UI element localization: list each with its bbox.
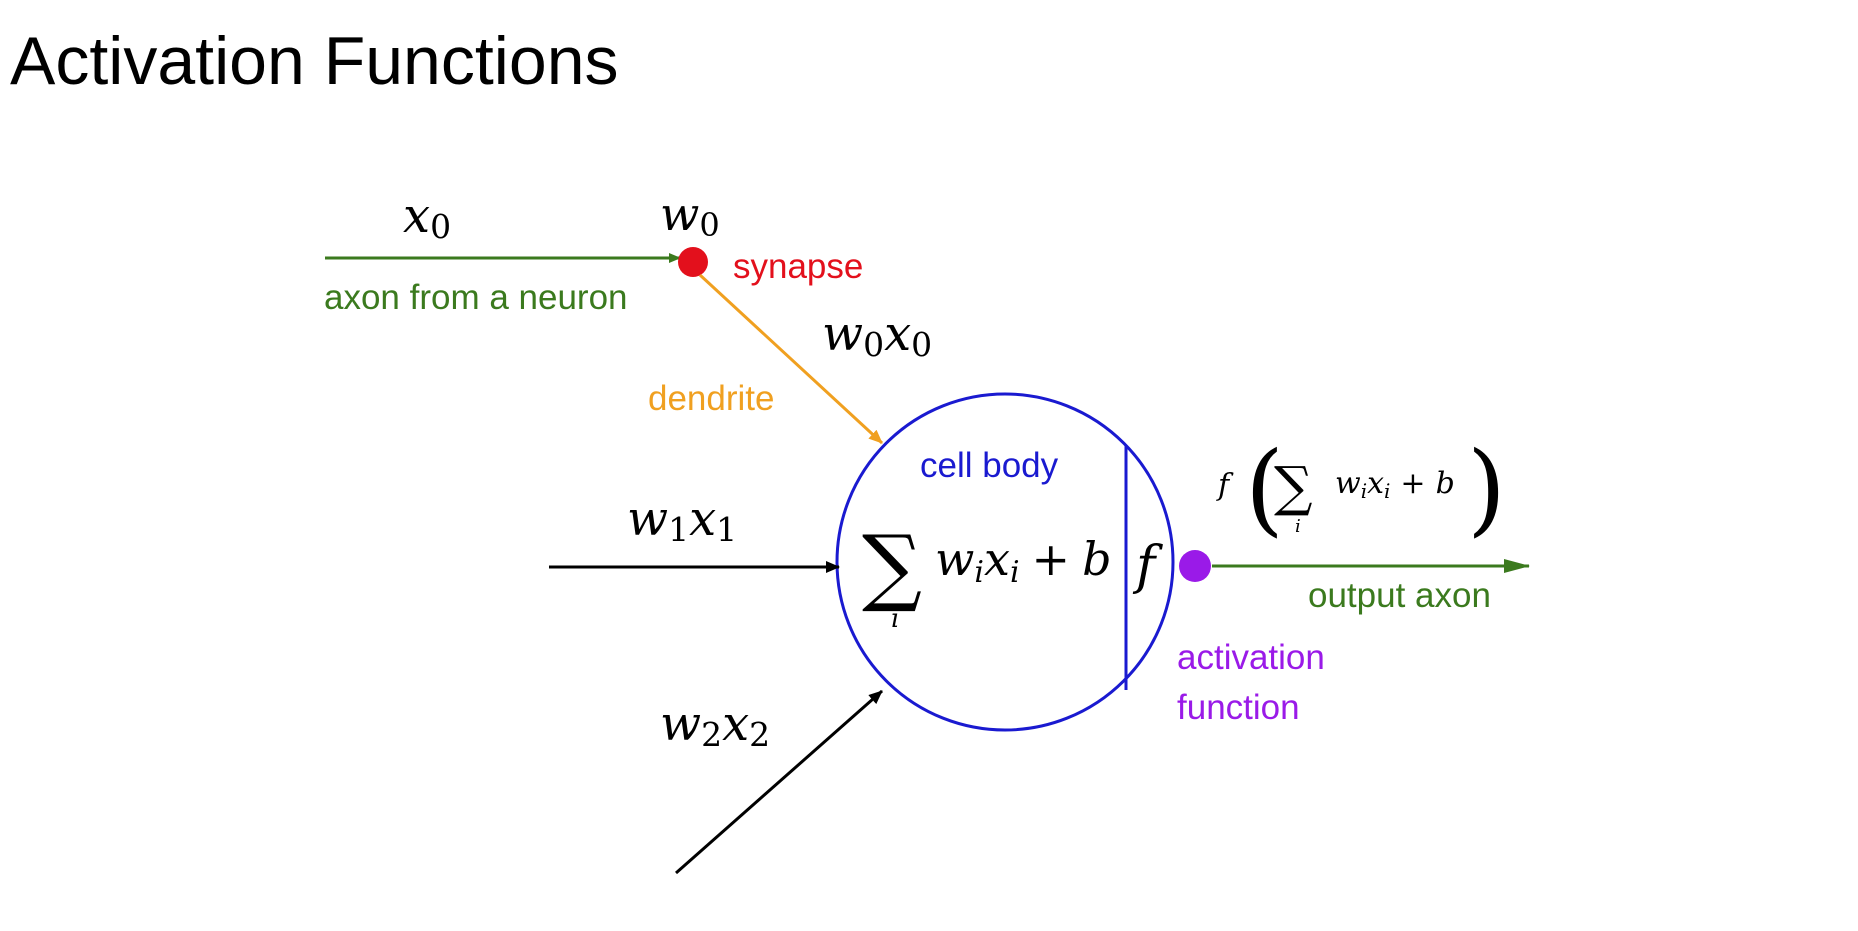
x0-label: x0: [403, 188, 451, 246]
output-axon-label: output axon: [1308, 576, 1491, 615]
page-title: Activation Functions: [10, 23, 619, 99]
activation-dot: [1179, 550, 1211, 582]
w2x2-input-arrow: [675, 689, 883, 875]
axon-from-neuron-label: axon from a neuron: [324, 278, 628, 317]
output-f: f: [1216, 468, 1234, 503]
output-close-paren: ): [1467, 430, 1506, 547]
output-terms: wixi+b: [1335, 466, 1455, 503]
dendrite-arrow: [698, 273, 884, 445]
output-index: i: [1295, 516, 1301, 537]
w0-label: w0: [660, 187, 720, 244]
dendrite-label: dendrite: [648, 379, 774, 418]
synapse-label: synapse: [733, 247, 863, 286]
sum-index: i: [891, 604, 899, 634]
w0x0-label: w0x0: [822, 306, 932, 364]
cell-body-label: cell body: [920, 446, 1059, 485]
output-open-paren: (: [1245, 430, 1284, 547]
activation-label-line2: function: [1177, 688, 1300, 727]
f-symbol: f: [1132, 536, 1163, 596]
w1x1-label: w1x1: [627, 491, 737, 549]
synapse-dot: [678, 247, 708, 277]
sum-terms: wixi+b: [935, 532, 1112, 590]
sum-sigma-icon: ∑: [862, 517, 922, 615]
output-sigma-icon: ∑: [1274, 455, 1313, 518]
activation-label-line1: activation: [1177, 638, 1325, 677]
w2x2-label: w2x2: [660, 696, 770, 754]
